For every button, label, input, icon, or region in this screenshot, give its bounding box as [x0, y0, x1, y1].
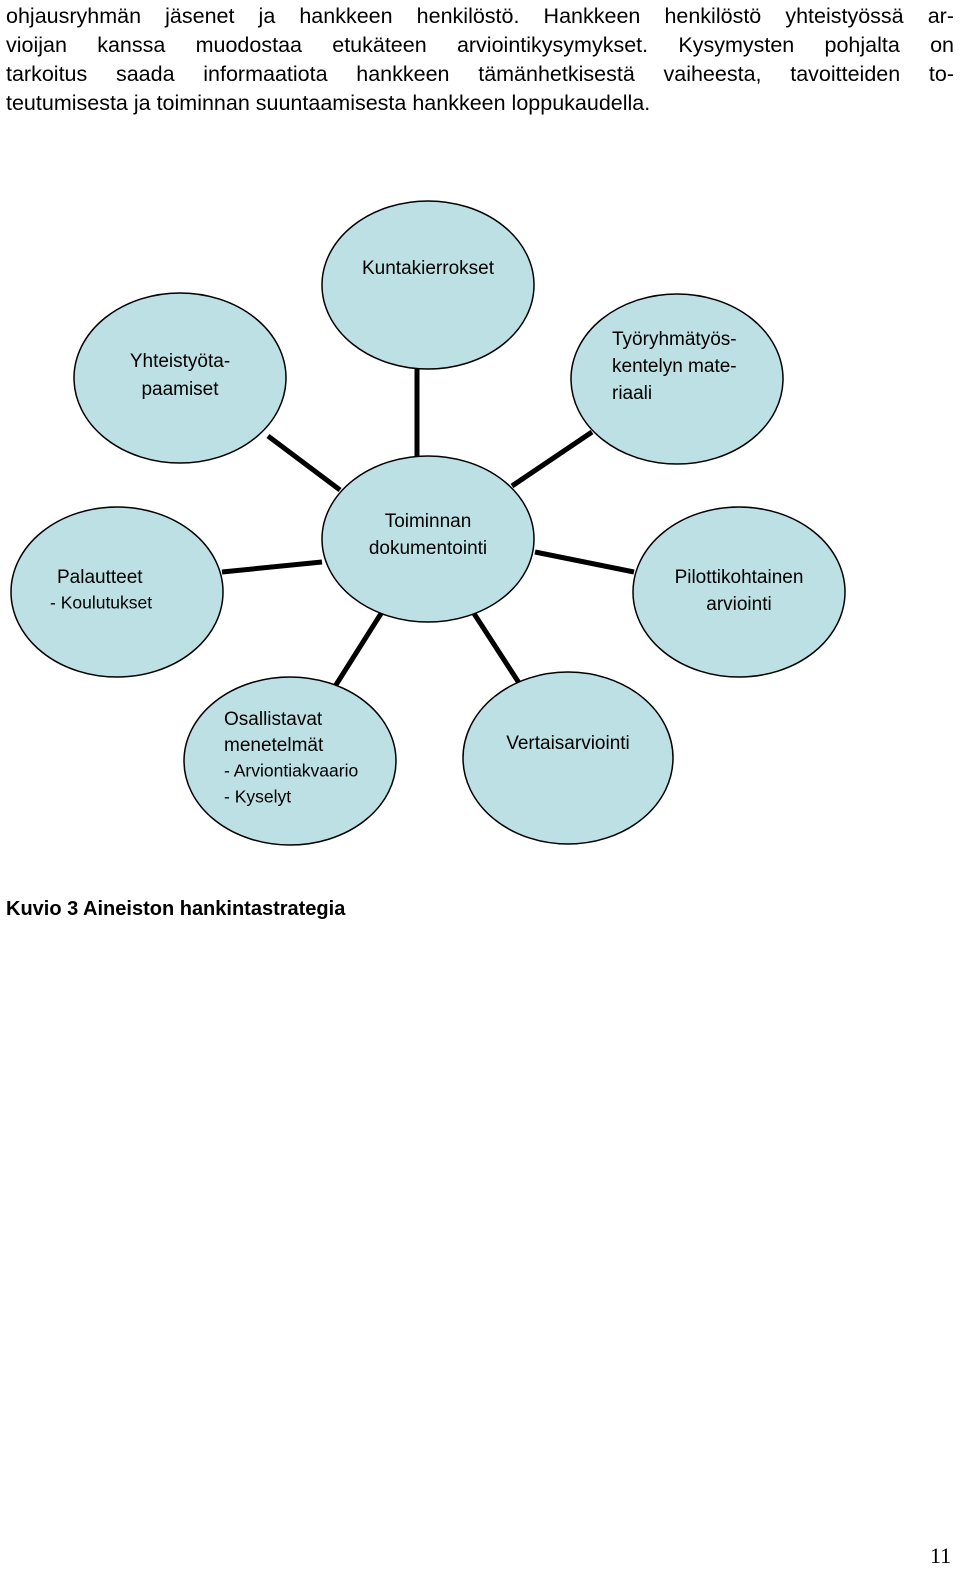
- node-osallistavat-label: Osallistavat: [224, 709, 323, 730]
- center-node-toiminnan-dokumentointi-label: Toiminnan: [385, 511, 472, 532]
- node-palautteet-label: - Koulutukset: [50, 593, 152, 613]
- node-palautteet-label: Palautteet: [57, 567, 143, 588]
- paragraph-line: ohjausryhmän jäsenet ja hankkeen henkilö…: [6, 4, 954, 28]
- node-pilottikohtainen: Pilottikohtainen arviointi: [632, 506, 846, 678]
- body-paragraph: ohjausryhmän jäsenet ja hankkeen henkilö…: [6, 2, 954, 118]
- node-tyoryhmatyoskentely-shape: [570, 293, 784, 465]
- node-tyoryhmatyoskentely-label: riaali: [612, 383, 652, 404]
- node-kuntakierrokset-label: Kuntakierrokset: [362, 258, 495, 279]
- nodes: Toiminnan dokumentointi KuntakierroksetYht…: [10, 200, 846, 846]
- node-osallistavat-label: - Kyselyt: [224, 787, 291, 807]
- node-palautteet-shape: [10, 506, 224, 678]
- node-kuntakierrokset-shape: [321, 200, 535, 370]
- connector-palautteet: [221, 559, 323, 575]
- page-number: 11: [930, 1543, 952, 1568]
- center-node-toiminnan-dokumentointi-shape: [321, 455, 535, 623]
- node-osallistavat-label: - Arviontiakvaario: [224, 761, 358, 781]
- node-tyoryhmatyoskentely: Työryhmätyös-kentelyn mate-riaali: [570, 293, 784, 465]
- connector-pilottikohtainen: [534, 549, 635, 575]
- node-kuntakierrokset: Kuntakierrokset: [321, 200, 535, 370]
- connector-tyoryhmatyoskentely: [510, 429, 594, 489]
- node-yhteistyotapaamiset-shape: [73, 292, 287, 464]
- paragraph-line: tarkoitus saada informaatiota hankkeen t…: [6, 62, 954, 86]
- connector-yhteistyotapaamiset: [266, 434, 342, 492]
- node-osallistavat: Osallistavat menetelmät - Arviontiakvaario…: [183, 676, 397, 846]
- node-pilottikohtainen-shape: [632, 506, 846, 678]
- node-pilottikohtainen-label: Pilottikohtainen: [675, 567, 804, 588]
- node-osallistavat-shape: [183, 676, 397, 846]
- connector-vertaisarviointi: [470, 610, 524, 688]
- data-collection-strategy-diagram: Toiminnan dokumentointi KuntakierroksetYht…: [10, 200, 846, 846]
- paragraph-line: teutumisesta ja toiminnan suuntaamisesta…: [6, 91, 651, 115]
- connectors: [221, 368, 635, 690]
- node-tyoryhmatyoskentely-label: Työryhmätyös-: [612, 329, 737, 350]
- node-pilottikohtainen-label: arviointi: [706, 594, 771, 615]
- node-vertaisarviointi-shape: [462, 671, 674, 845]
- figure-caption: Kuvio 3 Aineiston hankintastrategia: [6, 898, 346, 920]
- node-osallistavat-label: menetelmät: [224, 735, 324, 756]
- center-node-toiminnan-dokumentointi-label: dokumentointi: [369, 538, 487, 559]
- node-vertaisarviointi-label: Vertaisarviointi: [506, 733, 630, 754]
- node-yhteistyotapaamiset-label: Yhteistyöta-: [130, 351, 230, 372]
- connector-osallistavat: [331, 610, 385, 690]
- node-yhteistyotapaamiset-label: paamiset: [141, 379, 219, 400]
- node-vertaisarviointi: Vertaisarviointi: [462, 671, 674, 845]
- node-tyoryhmatyoskentely-label: kentelyn mate-: [612, 356, 737, 377]
- node-palautteet: Palautteet - Koulutukset: [10, 506, 224, 678]
- paragraph-line: vioijan kanssa muodostaa etukäteen arvio…: [6, 33, 954, 57]
- node-yhteistyotapaamiset: Yhteistyöta-paamiset: [73, 292, 287, 464]
- center-node-toiminnan-dokumentointi: Toiminnan dokumentointi: [321, 455, 535, 623]
